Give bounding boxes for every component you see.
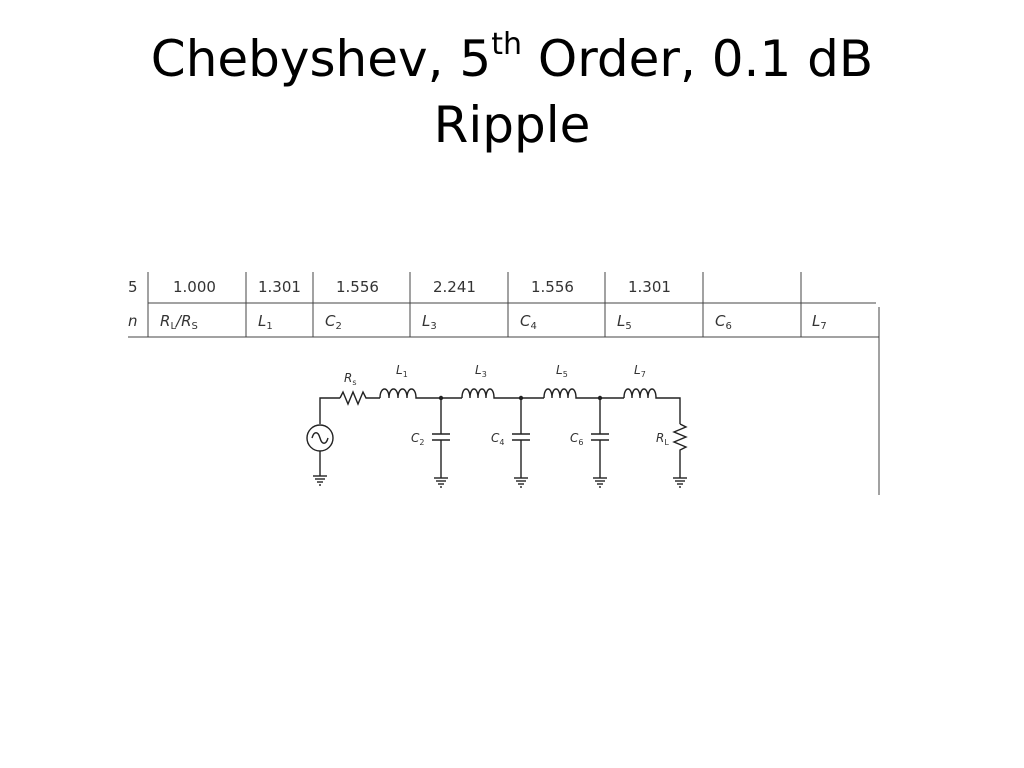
label-l1: L1: [396, 363, 408, 379]
label-rs: Rs: [344, 371, 357, 387]
table-header-l3: L3: [422, 312, 437, 332]
table-header-c4: C4: [520, 312, 537, 332]
slide-title: Chebyshev, 5th Order, 0.1 dB Ripple: [0, 26, 1024, 158]
inductor-l7-icon: [623, 388, 681, 424]
label-c4: C4: [491, 431, 504, 447]
label-l7: L7: [634, 363, 646, 379]
source-top-wire: [319, 397, 340, 424]
ground-icon: [313, 475, 327, 486]
capacitor-c6-icon: [591, 398, 609, 488]
table-header-l5: L5: [617, 312, 632, 332]
title-line2: Ripple: [433, 96, 591, 154]
element-value-table: 5 1.000 1.301 1.556 2.241 1.556 1.301 n …: [128, 272, 880, 495]
source-resistor-icon: [339, 390, 380, 406]
label-l5: L5: [556, 363, 568, 379]
table-header-l7: L7: [812, 312, 827, 332]
table-header-rl-rs: RL/RS: [160, 312, 198, 332]
table-header-c6: C6: [715, 312, 732, 332]
inductor-l5-icon: [543, 388, 624, 399]
table-cell-l5: 1.301: [628, 278, 671, 296]
table-cell-c4: 1.556: [531, 278, 574, 296]
title-superscript: th: [491, 27, 522, 63]
capacitor-c2-icon: [432, 398, 450, 488]
capacitor-c4-icon: [512, 398, 530, 488]
table-header-l1: L1: [258, 312, 273, 332]
table-header-c2: C2: [325, 312, 342, 332]
title-line1-start: Chebyshev, 5: [150, 30, 492, 88]
inductor-l1-icon: [379, 388, 462, 399]
label-c6: C6: [570, 431, 583, 447]
table-header-n: n: [128, 312, 138, 330]
title-line1-end: Order, 0.1 dB: [521, 30, 874, 88]
label-c2: C2: [411, 431, 424, 447]
sine-wave-icon: [311, 432, 329, 444]
ladder-circuit: Rs L1 L3 L5 L7 C2 C4 C6 RL: [306, 363, 688, 488]
table-cell-order: 5: [128, 278, 138, 296]
table-cell-c2: 1.556: [336, 278, 379, 296]
load-resistor-icon: [672, 423, 688, 488]
table-cell-l1: 1.301: [258, 278, 301, 296]
label-l3: L3: [475, 363, 487, 379]
table-cell-l3: 2.241: [433, 278, 476, 296]
label-rl: RL: [656, 431, 669, 447]
table-cell-rl-rs: 1.000: [173, 278, 216, 296]
inductor-l3-icon: [461, 388, 544, 399]
